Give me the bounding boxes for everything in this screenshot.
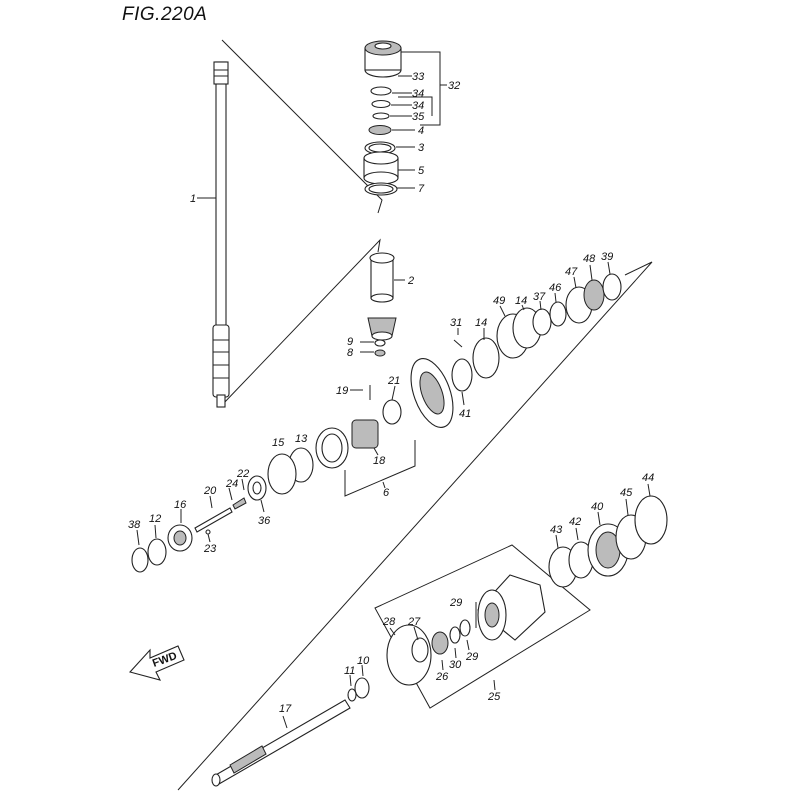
callout-48: 48 <box>583 253 596 265</box>
callout-35: 35 <box>412 111 425 123</box>
lower-right-bearings <box>548 483 668 588</box>
callout-25: 25 <box>487 691 501 703</box>
callout-18: 18 <box>373 455 386 467</box>
upper-bearing-stack <box>363 40 415 196</box>
callout-45: 45 <box>620 487 633 499</box>
callout-49: 49 <box>493 295 505 307</box>
part-1-driveshaft <box>197 61 230 408</box>
callout-21: 21 <box>387 375 400 387</box>
callout-33: 33 <box>412 71 425 83</box>
callout-14b: 14 <box>515 295 527 307</box>
part-17-propeller-shaft <box>211 664 370 787</box>
callout-15: 15 <box>272 437 285 449</box>
callout-32: 32 <box>448 80 460 92</box>
gear-assembly <box>267 337 500 495</box>
callout-17: 17 <box>279 703 292 715</box>
callout-22: 22 <box>236 468 249 480</box>
callout-40: 40 <box>591 501 604 513</box>
callout-labels: 1 2 3 4 5 6 7 8 9 10 11 12 13 14 14 15 1… <box>128 71 654 715</box>
callout-9: 9 <box>347 336 353 348</box>
callout-47: 47 <box>565 266 578 278</box>
callout-31: 31 <box>450 317 462 329</box>
callout-1: 1 <box>190 193 196 205</box>
callout-20: 20 <box>203 485 217 497</box>
callout-24: 24 <box>225 478 238 490</box>
part-2-sleeve-and-pinion <box>360 252 405 357</box>
figure-title: FIG.220A <box>122 4 208 25</box>
callout-28: 28 <box>382 616 396 628</box>
upper-right-bearings <box>453 261 622 359</box>
callout-14a: 14 <box>475 317 487 329</box>
callout-38: 38 <box>128 519 141 531</box>
callout-23: 23 <box>203 543 217 555</box>
callout-11: 11 <box>344 665 355 677</box>
callout-8: 8 <box>347 347 354 359</box>
callout-26: 26 <box>435 671 449 683</box>
callout-37: 37 <box>533 291 546 303</box>
callout-36: 36 <box>258 515 271 527</box>
callout-43: 43 <box>550 524 563 536</box>
callout-4: 4 <box>418 125 424 137</box>
callout-2: 2 <box>407 275 414 287</box>
callout-46: 46 <box>549 282 562 294</box>
callout-3: 3 <box>418 142 425 154</box>
callout-34b: 34 <box>412 100 424 112</box>
callout-19: 19 <box>336 385 348 397</box>
bearing-carrier-assembly <box>386 574 546 691</box>
callout-34a: 34 <box>412 88 424 100</box>
callout-29a: 29 <box>449 597 462 609</box>
callout-5: 5 <box>418 165 425 177</box>
fwd-arrow: FWD <box>128 645 185 681</box>
callout-39: 39 <box>601 251 613 263</box>
callout-27: 27 <box>407 616 421 628</box>
callout-41: 41 <box>459 408 471 420</box>
callout-30: 30 <box>449 659 462 671</box>
callout-16: 16 <box>174 499 187 511</box>
callout-12: 12 <box>149 513 161 525</box>
callout-13: 13 <box>295 433 308 445</box>
callout-6: 6 <box>383 487 390 499</box>
callout-7: 7 <box>418 183 425 195</box>
callout-44: 44 <box>642 472 654 484</box>
left-small-parts <box>131 475 267 573</box>
callout-29b: 29 <box>465 651 478 663</box>
callout-42: 42 <box>569 516 581 528</box>
callout-10: 10 <box>357 655 370 667</box>
